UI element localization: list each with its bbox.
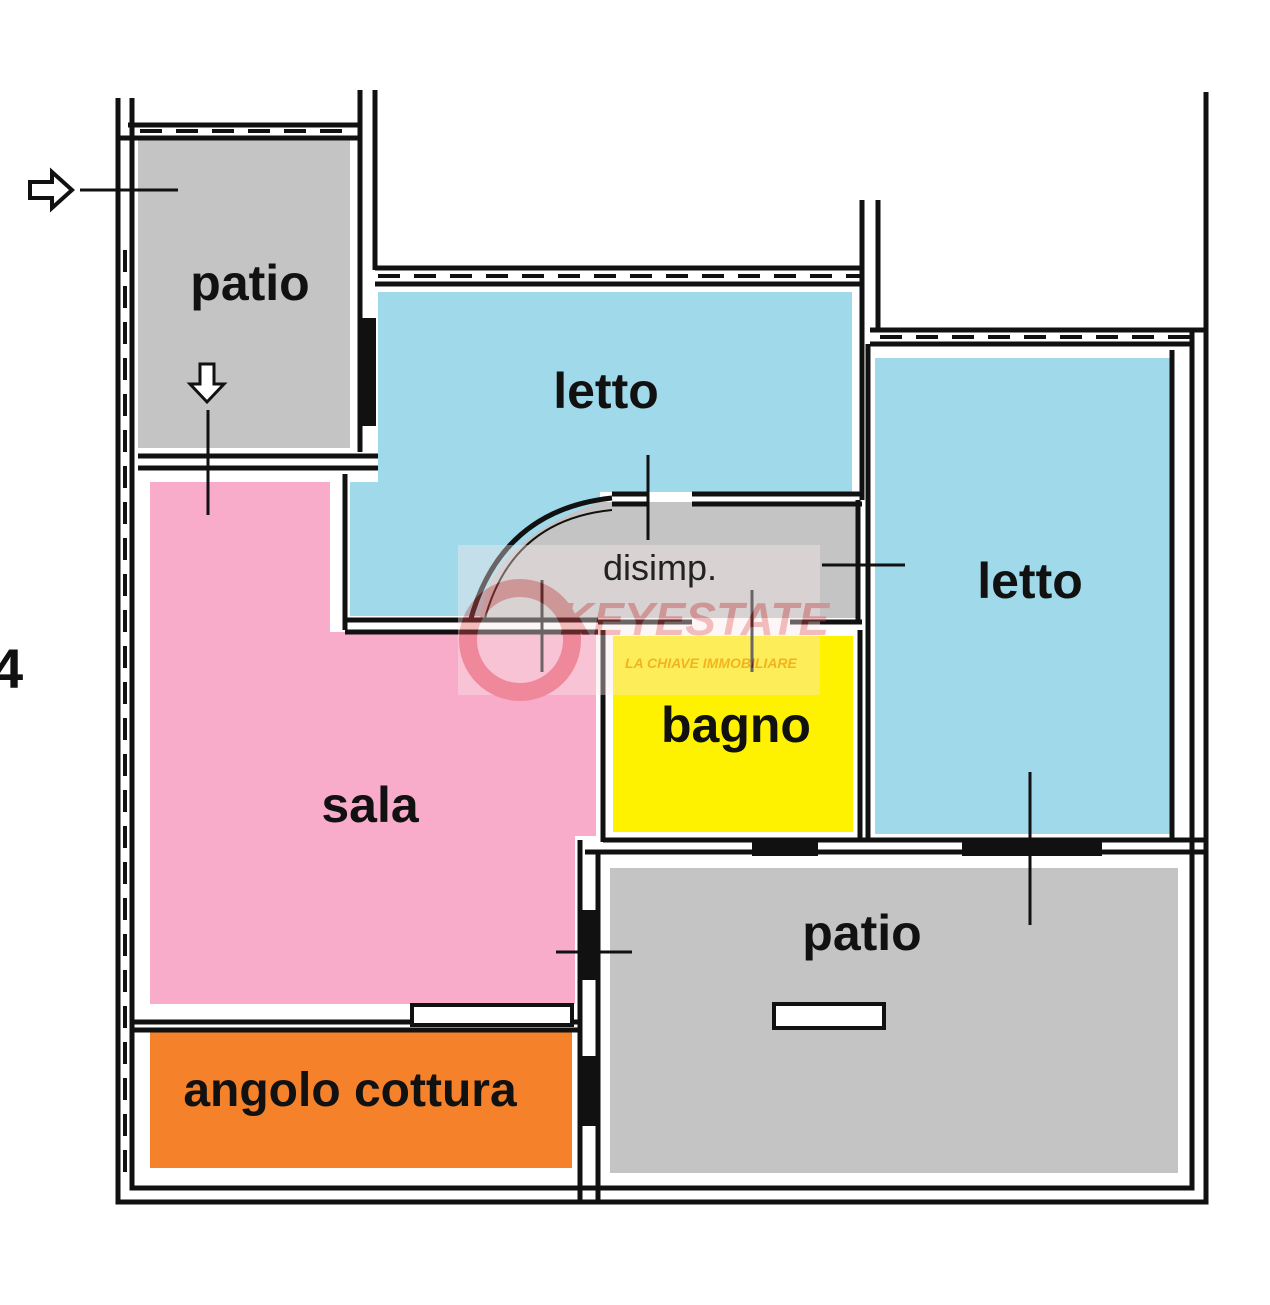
entry-arrow-icon [28, 167, 75, 213]
room-letto-right [875, 358, 1170, 834]
margin-mark: 4 [0, 637, 23, 700]
room-angolo-cottura [150, 1032, 572, 1168]
door-swing [467, 495, 613, 623]
label-sala: sala [321, 777, 420, 833]
down-arrow-icon [186, 362, 228, 405]
label-bagno: bagno [661, 697, 811, 753]
label-letto-right: letto [977, 553, 1083, 609]
room-bagno [613, 636, 853, 832]
room-disimpegno [480, 502, 858, 618]
passage-marks [80, 188, 1032, 954]
watermark-tagline: LA CHIAVE IMMOBILIARE [625, 655, 798, 671]
watermark-text: KEYESTATE [560, 593, 831, 645]
room-patio-bottom [610, 868, 1178, 1173]
bench [772, 1002, 886, 1030]
window-blocks [360, 318, 1102, 1126]
label-patio-top: patio [190, 255, 309, 311]
label-angolo-cottura: angolo cottura [183, 1064, 517, 1117]
watermark-box [458, 545, 820, 695]
counter [410, 1003, 574, 1027]
label-patio-bottom: patio [802, 905, 921, 961]
label-letto-left: letto [553, 363, 659, 419]
room-letto-left [378, 292, 852, 492]
door-swing-inner [483, 509, 613, 623]
label-disimpegno: disimp. [603, 547, 717, 588]
room-sala [150, 482, 596, 1004]
watermark: KEYESTATE LA CHIAVE IMMOBILIARE [458, 545, 831, 701]
window-marks [123, 129, 1190, 1180]
watermark-logo-icon [459, 579, 581, 701]
